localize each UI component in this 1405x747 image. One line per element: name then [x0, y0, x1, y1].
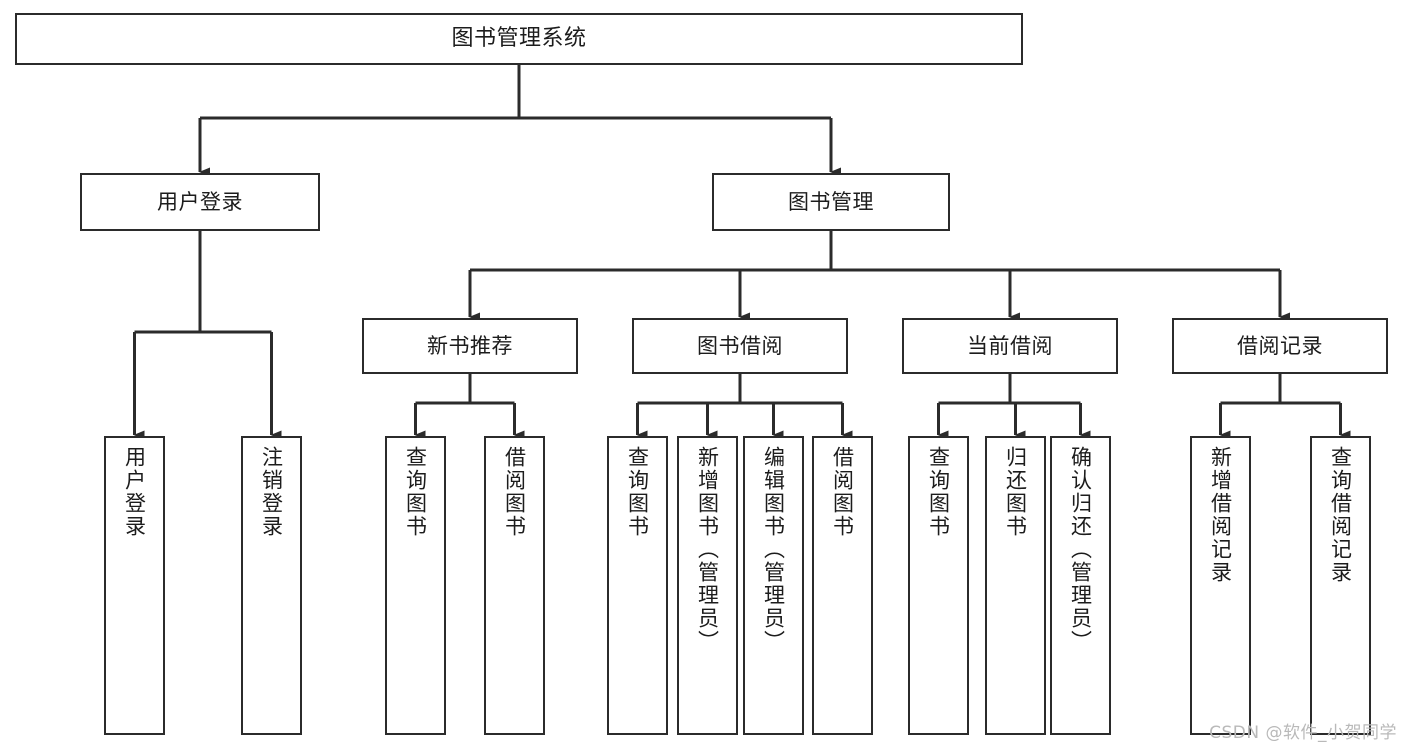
- node-user-login[interactable]: 用户登录: [80, 173, 320, 231]
- node-leaf-query-3[interactable]: 查询图书: [908, 436, 969, 735]
- node-label: 查询图书: [926, 446, 951, 538]
- node-leaf-confirm[interactable]: 确认归还（管理员）: [1050, 436, 1111, 735]
- node-leaf-borrow-1[interactable]: 借阅图书: [484, 436, 545, 735]
- node-leaf-query-rec[interactable]: 查询借阅记录: [1310, 436, 1371, 735]
- node-label: 注销登录: [259, 446, 284, 538]
- node-new-book-rec[interactable]: 新书推荐: [362, 318, 578, 374]
- node-book-mgmt[interactable]: 图书管理: [712, 173, 950, 231]
- node-label: 查询图书: [625, 446, 650, 538]
- node-label: 图书借阅: [697, 333, 783, 358]
- node-leaf-return[interactable]: 归还图书: [985, 436, 1046, 735]
- node-leaf-logout[interactable]: 注销登录: [241, 436, 302, 735]
- node-leaf-borrow-2[interactable]: 借阅图书: [812, 436, 873, 735]
- node-label: 用户登录: [157, 189, 243, 214]
- node-leaf-edit-book[interactable]: 编辑图书（管理员）: [743, 436, 804, 735]
- node-leaf-login[interactable]: 用户登录: [104, 436, 165, 735]
- node-label: 编辑图书（管理员）: [761, 446, 786, 653]
- node-label: 借阅记录: [1237, 333, 1323, 358]
- node-label: 图书管理: [788, 189, 874, 214]
- node-label: 新书推荐: [427, 333, 513, 358]
- node-current-borrow[interactable]: 当前借阅: [902, 318, 1118, 374]
- node-label: 当前借阅: [967, 333, 1053, 358]
- node-root[interactable]: 图书管理系统: [15, 13, 1023, 65]
- node-label: 归还图书: [1003, 446, 1028, 538]
- node-label: 借阅图书: [502, 446, 527, 538]
- node-leaf-add-rec[interactable]: 新增借阅记录: [1190, 436, 1251, 735]
- node-label: 查询借阅记录: [1328, 446, 1353, 584]
- watermark-text: CSDN @软件_小贺同学: [1209, 723, 1397, 743]
- node-label: 确认归还（管理员）: [1068, 446, 1093, 653]
- node-label: 查询图书: [403, 446, 428, 538]
- node-leaf-query-1[interactable]: 查询图书: [385, 436, 446, 735]
- node-label: 新增借阅记录: [1208, 446, 1233, 584]
- node-label: 图书管理系统: [451, 26, 587, 52]
- node-book-borrow[interactable]: 图书借阅: [632, 318, 848, 374]
- node-leaf-query-2[interactable]: 查询图书: [607, 436, 668, 735]
- node-borrow-record[interactable]: 借阅记录: [1172, 318, 1388, 374]
- edge-paths: [133, 65, 1351, 440]
- node-label: 新增图书（管理员）: [695, 446, 720, 653]
- node-leaf-add-book[interactable]: 新增图书（管理员）: [677, 436, 738, 735]
- node-label: 用户登录: [122, 446, 147, 538]
- node-label: 借阅图书: [830, 446, 855, 538]
